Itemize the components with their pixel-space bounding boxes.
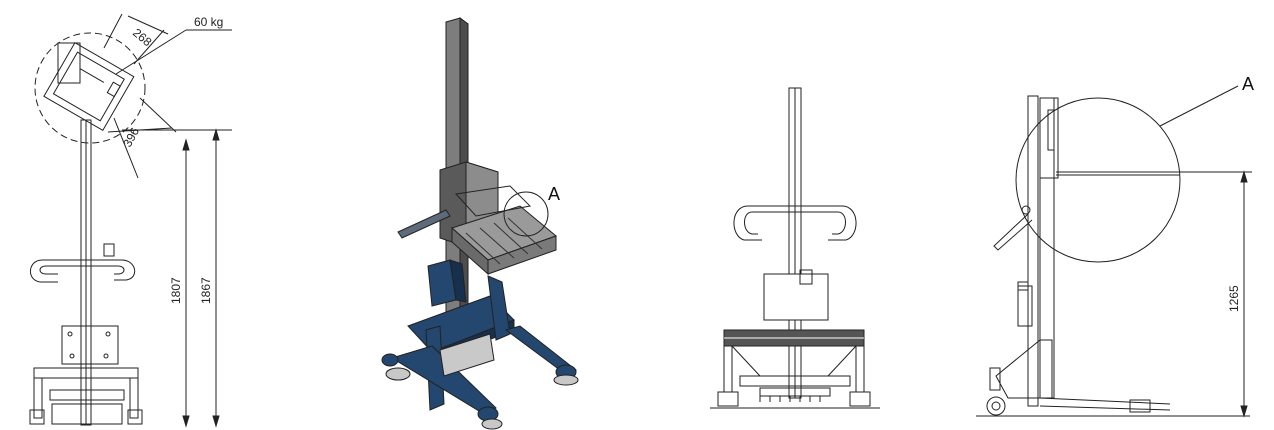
load-capacity-label: 60 kg — [194, 15, 223, 29]
dim-1265-label: 1265 — [1227, 285, 1241, 312]
side-wheel — [986, 396, 1006, 416]
dim-396-label: 396 — [120, 125, 142, 150]
side-control-box — [1017, 285, 1033, 327]
load-leader-line — [115, 29, 187, 75]
side-base — [995, 339, 1053, 399]
dim-268-label: 268 — [130, 26, 155, 50]
view-front-elevation — [29, 13, 232, 428]
control-box — [61, 325, 119, 365]
detail-circle-dashed — [34, 32, 146, 144]
view-isometric — [381, 17, 579, 430]
side-mast — [1027, 95, 1039, 407]
rear-handle — [733, 205, 857, 241]
detail-leader-line — [1159, 85, 1239, 127]
rear-gearbox — [763, 273, 829, 321]
detail-circle — [1015, 97, 1181, 263]
iso-wheel — [381, 353, 399, 367]
iso-detail-label: A — [548, 184, 560, 204]
side-detail-label: A — [1242, 74, 1254, 94]
dim-1867-label: 1867 — [199, 277, 213, 304]
iso-handle — [397, 209, 451, 239]
side-handle — [993, 213, 1033, 251]
view-side-elevation — [976, 85, 1252, 418]
view-rear-elevation — [710, 87, 880, 409]
base-frame — [33, 367, 139, 379]
dim-1807-label: 1807 — [169, 277, 183, 304]
load-back-panel — [57, 42, 81, 84]
tilted-load-box — [43, 41, 135, 132]
push-handle — [30, 259, 136, 283]
